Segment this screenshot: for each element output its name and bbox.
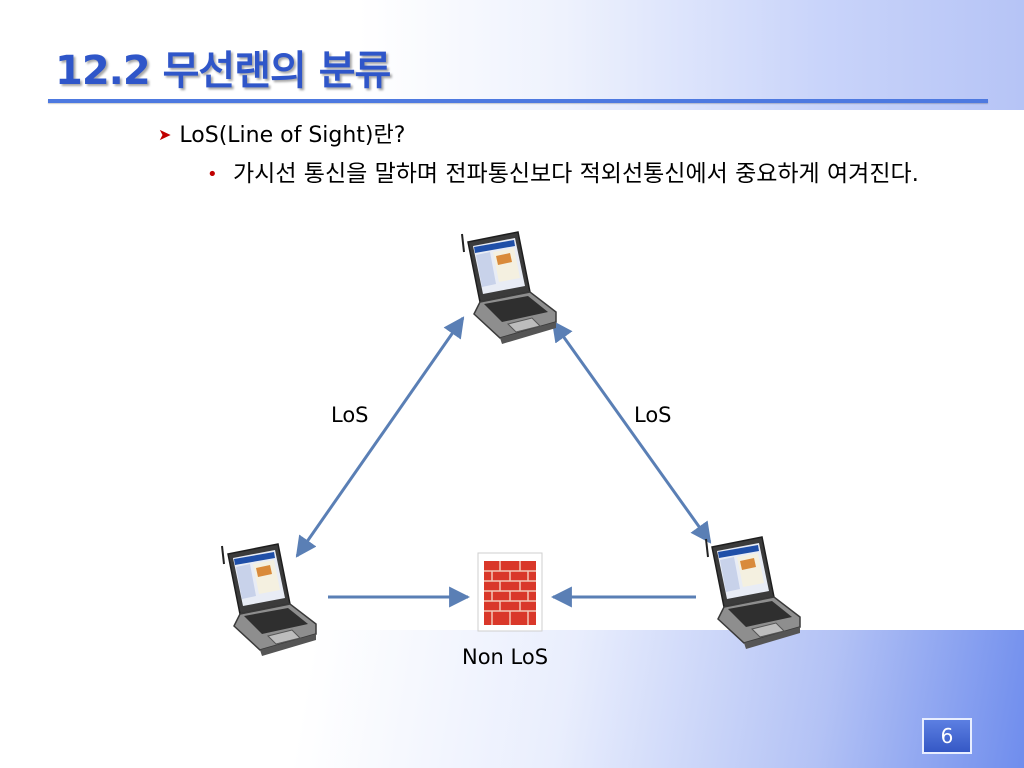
laptop-right-icon bbox=[705, 536, 801, 650]
laptop-top-icon bbox=[461, 231, 557, 345]
slide-title: 12.2 무선랜의 분류 bbox=[55, 48, 391, 94]
page-number: 6 bbox=[922, 718, 972, 754]
edge-label-bottom: Non LoS bbox=[462, 645, 549, 669]
edge-label-left: LoS bbox=[331, 403, 369, 427]
edge-right-to-top bbox=[551, 320, 712, 544]
dot-bullet-icon: • bbox=[207, 164, 218, 185]
footer-background bbox=[0, 630, 1024, 768]
edge-left-to-top bbox=[295, 316, 465, 558]
title-underline bbox=[48, 99, 988, 103]
brick-wall-icon bbox=[477, 552, 543, 632]
arrow-bullet-icon: ➤ bbox=[158, 125, 172, 144]
bullet-level2: • 가시선 통신을 말하며 전파통신보다 적외선통신에서 중요하게 여겨진다. bbox=[207, 158, 967, 191]
header-background bbox=[0, 0, 1024, 110]
laptop-left-icon bbox=[221, 543, 317, 657]
bullet-level2-text: 가시선 통신을 말하며 전파통신보다 적외선통신에서 중요하게 여겨진다. bbox=[233, 161, 919, 187]
bullet-level1-text: LoS(Line of Sight)란? bbox=[179, 123, 406, 148]
bullet-level1: ➤ LoS(Line of Sight)란? bbox=[158, 117, 405, 149]
edge-label-right: LoS bbox=[634, 403, 672, 427]
